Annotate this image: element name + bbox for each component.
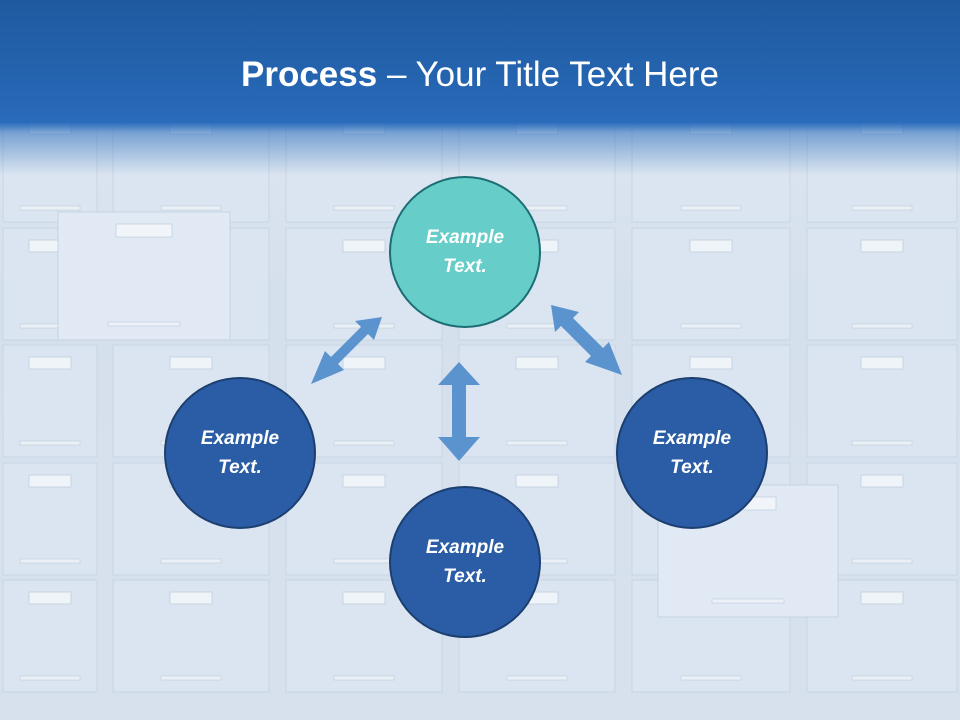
drawer-label-holder [115, 223, 173, 238]
node-left-label: Example Text. [200, 428, 280, 478]
drawer-handle [19, 205, 81, 211]
drawer-handle [680, 205, 742, 211]
drawer-label-holder [515, 356, 559, 370]
drawer-handle [19, 675, 81, 681]
title-bar [0, 0, 960, 175]
drawer-handle [333, 675, 395, 681]
drawer-handle [19, 440, 81, 446]
drawer-label-holder [342, 474, 386, 488]
drawer-label-holder [342, 356, 386, 370]
node-bottom-label: Example Text. [425, 537, 505, 587]
drawer-handle [851, 323, 913, 329]
drawer-handle [160, 205, 222, 211]
drawer-label-holder [860, 356, 904, 370]
node-left: Example Text. [164, 377, 316, 529]
drawer-handle [19, 558, 81, 564]
drawer-handle [506, 675, 568, 681]
drawer-handle [506, 440, 568, 446]
drawer-label-holder [28, 591, 72, 605]
double-arrow-top-right [551, 305, 622, 375]
drawer-handle [851, 440, 913, 446]
drawer-label-holder [169, 356, 213, 370]
drawer-label-holder [169, 591, 213, 605]
drawer-handle [160, 675, 222, 681]
title-bold: Process [241, 55, 378, 94]
drawer-label-holder [689, 239, 733, 253]
drawer-handle [851, 205, 913, 211]
drawer-label-holder [28, 356, 72, 370]
drawer-handle [333, 440, 395, 446]
drawer-label-holder [689, 356, 733, 370]
title-rest: – Your Title Text Here [377, 55, 719, 94]
drawer-handle [851, 675, 913, 681]
drawer-label-holder [860, 591, 904, 605]
node-top-label: Example Text. [425, 227, 505, 277]
node-top: Example Text. [389, 176, 541, 328]
drawer-handle [333, 205, 395, 211]
node-right: Example Text. [616, 377, 768, 529]
drawer-handle [160, 558, 222, 564]
drawer-handle [107, 321, 181, 327]
node-right-label: Example Text. [652, 428, 732, 478]
drawer-label-holder [860, 474, 904, 488]
drawer-label-holder [28, 474, 72, 488]
drawer-handle [680, 323, 742, 329]
page-title: Process – Your Title Text Here [0, 52, 960, 98]
drawer-label-holder [342, 591, 386, 605]
drawer-label-holder [860, 239, 904, 253]
drawer-label-holder [515, 474, 559, 488]
double-arrow-top-left [311, 317, 382, 384]
drawer-handle [851, 558, 913, 564]
node-bottom: Example Text. [389, 486, 541, 638]
double-arrow-vertical [438, 362, 480, 461]
drawer-label-holder [342, 239, 386, 253]
drawer-handle [680, 675, 742, 681]
drawer-handle [711, 598, 785, 604]
